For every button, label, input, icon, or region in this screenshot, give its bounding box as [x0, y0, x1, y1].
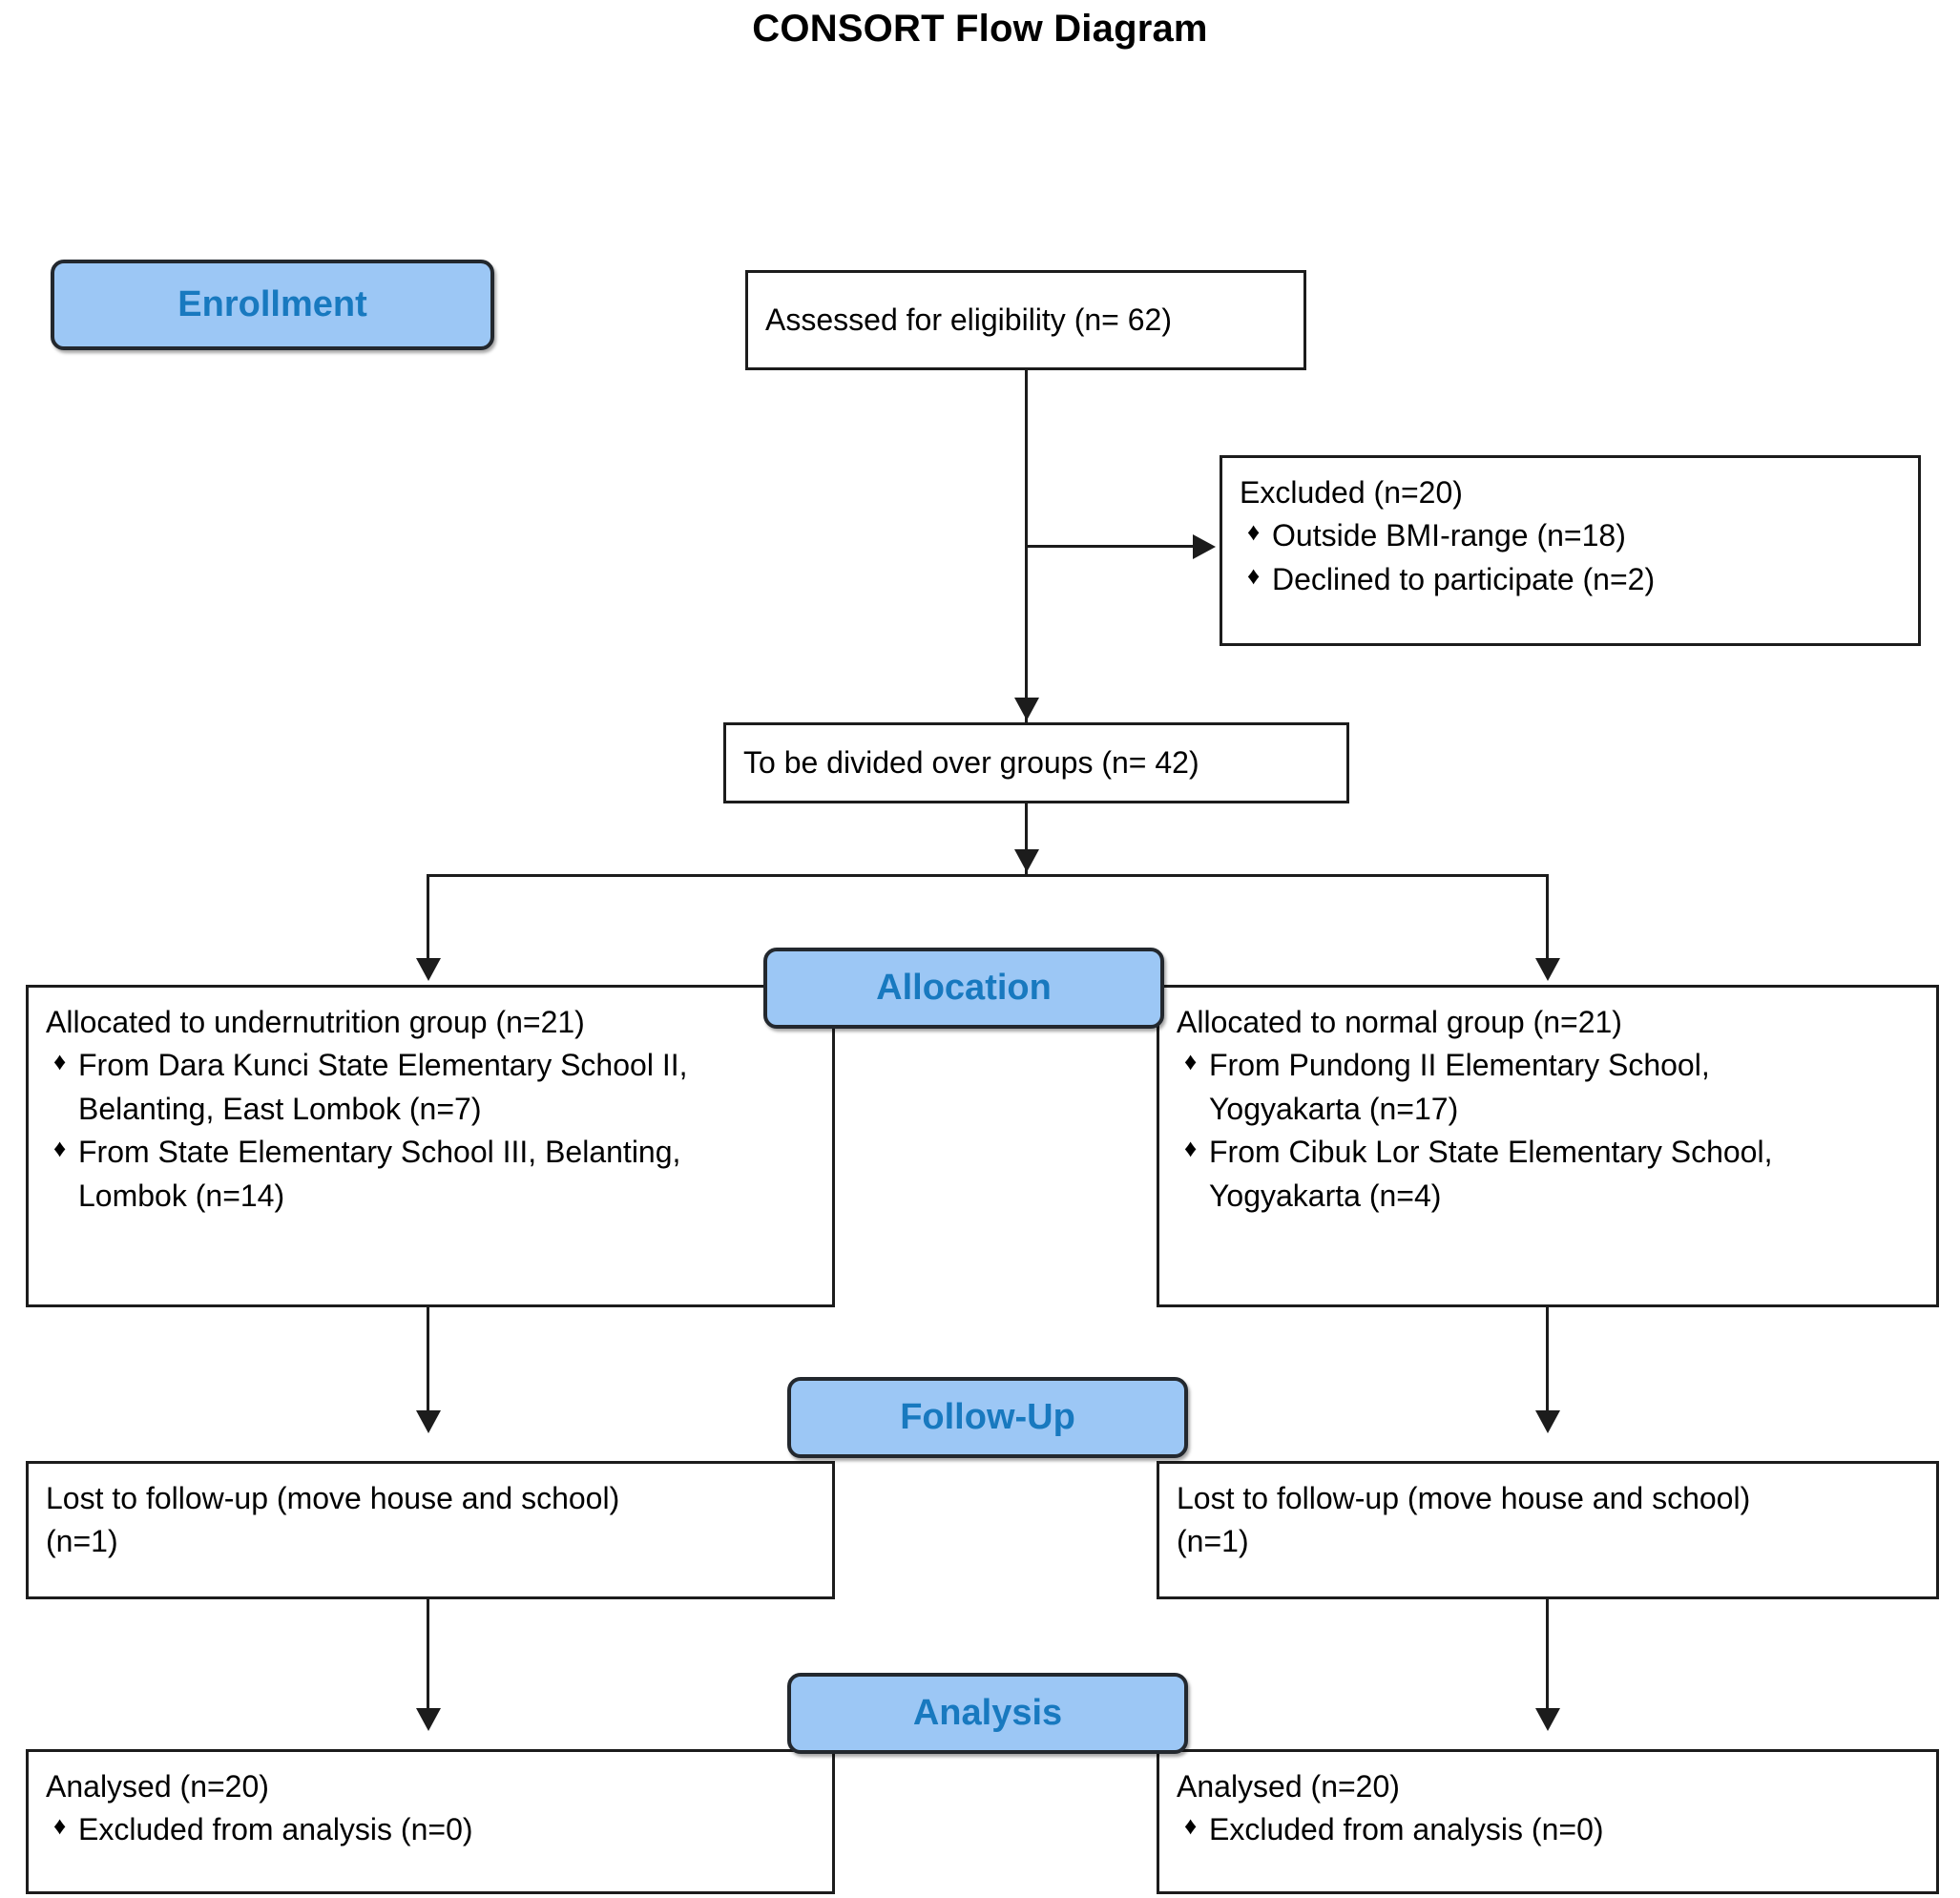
- arrow-to-divided: [1014, 698, 1039, 720]
- alloc-right-bullet-2-cont: Yogyakarta (n=4): [1209, 1178, 1442, 1213]
- node-allocated-normal: Allocated to normal group (n=21) ♦ From …: [1157, 985, 1939, 1307]
- stage-label-followup: Follow-Up: [900, 1397, 1075, 1437]
- connector-divided-down: [1025, 799, 1028, 875]
- alloc-left-bullet-1-text: From Dara Kunci State Elementary School …: [78, 1048, 688, 1083]
- diamond-bullet-icon: ♦: [1184, 1047, 1198, 1076]
- analysis-left-bullet-1-text: Excluded from analysis (n=0): [78, 1812, 473, 1847]
- alloc-right-bullet-2-text: From Cibuk Lor State Elementary School,: [1209, 1135, 1773, 1170]
- alloc-left-heading: Allocated to undernutrition group (n=21): [46, 1005, 585, 1039]
- alloc-right-heading: Allocated to normal group (n=21): [1177, 1005, 1622, 1039]
- connector-split-left: [427, 874, 429, 970]
- stage-label-allocation: Allocation: [876, 968, 1052, 1008]
- excluded-bullet-2: ♦ Declined to participate (n=2): [1240, 558, 1901, 601]
- analysis-right-bullet-1: ♦ Excluded from analysis (n=0): [1177, 1808, 1919, 1851]
- arrow-to-excluded: [1193, 534, 1216, 559]
- stage-label-analysis: Analysis: [912, 1693, 1063, 1733]
- alloc-left-bullet-2-text: From State Elementary School III, Belant…: [78, 1135, 681, 1170]
- analysis-left-heading: Analysed (n=20): [46, 1769, 269, 1804]
- alloc-left-bullet-1: ♦ From Dara Kunci State Elementary Schoo…: [46, 1044, 815, 1087]
- page-title: CONSORT Flow Diagram: [752, 8, 1208, 50]
- stage-label-enrollment: Enrollment: [177, 284, 367, 324]
- excluded-bullet-1-text: Outside BMI-range (n=18): [1272, 518, 1626, 553]
- arrow-split-center: [1014, 849, 1039, 872]
- node-to-be-divided: To be divided over groups (n= 42): [723, 722, 1349, 803]
- alloc-right-bullet-1-cont: Yogyakarta (n=17): [1209, 1091, 1459, 1126]
- connector-allocleft-followup: [427, 1304, 429, 1424]
- arrow-to-alloc-left: [416, 958, 441, 981]
- divided-text: To be divided over groups (n= 42): [743, 744, 1199, 780]
- analysis-right-heading: Analysed (n=20): [1177, 1769, 1400, 1804]
- node-excluded: Excluded (n=20) ♦ Outside BMI-range (n=1…: [1220, 455, 1921, 646]
- connector-followupleft-analysis: [427, 1599, 429, 1723]
- connector-to-excluded: [1025, 545, 1197, 548]
- excluded-bullet-1: ♦ Outside BMI-range (n=18): [1240, 514, 1901, 557]
- followup-left-line-2: (n=1): [46, 1524, 118, 1559]
- arrow-to-alloc-right: [1535, 958, 1560, 981]
- diamond-bullet-icon: ♦: [1184, 1134, 1198, 1163]
- node-allocated-undernutrition: Allocated to undernutrition group (n=21)…: [26, 985, 835, 1307]
- diamond-bullet-icon: ♦: [1247, 560, 1261, 590]
- connector-assessed-trunk: [1025, 293, 1028, 877]
- excluded-heading: Excluded (n=20): [1240, 475, 1463, 510]
- connector-split-right: [1546, 874, 1549, 970]
- alloc-left-bullet-2-cont: Lombok (n=14): [78, 1178, 285, 1213]
- node-assessed-for-eligibility: Assessed for eligibility (n= 62): [745, 270, 1306, 370]
- excluded-bullet-2-text: Declined to participate (n=2): [1272, 561, 1656, 596]
- alloc-right-bullet-2: ♦ From Cibuk Lor State Elementary School…: [1177, 1131, 1919, 1174]
- arrow-to-followup-left: [416, 1410, 441, 1433]
- arrow-to-analysis-right: [1535, 1708, 1560, 1731]
- diamond-bullet-icon: ♦: [53, 1047, 67, 1076]
- node-analysed-left: Analysed (n=20) ♦ Excluded from analysis…: [26, 1749, 835, 1894]
- stage-banner-enrollment: Enrollment: [51, 260, 494, 350]
- connector-followupright-analysis: [1546, 1599, 1549, 1723]
- stage-banner-analysis: Analysis: [787, 1673, 1188, 1754]
- connector-allocright-followup: [1546, 1304, 1549, 1424]
- alloc-right-bullet-1-text: From Pundong II Elementary School,: [1209, 1048, 1710, 1083]
- analysis-right-bullet-1-text: Excluded from analysis (n=0): [1209, 1812, 1604, 1847]
- followup-left-line-1: Lost to follow-up (move house and school…: [46, 1481, 620, 1515]
- diamond-bullet-icon: ♦: [1247, 517, 1261, 547]
- analysis-left-bullet-1: ♦ Excluded from analysis (n=0): [46, 1808, 815, 1851]
- diamond-bullet-icon: ♦: [1184, 1811, 1198, 1841]
- followup-right-line-1: Lost to follow-up (move house and school…: [1177, 1481, 1751, 1515]
- node-analysed-right: Analysed (n=20) ♦ Excluded from analysis…: [1157, 1749, 1939, 1894]
- alloc-right-bullet-1: ♦ From Pundong II Elementary School,: [1177, 1044, 1919, 1087]
- node-lost-to-followup-left: Lost to follow-up (move house and school…: [26, 1461, 835, 1599]
- alloc-left-bullet-2: ♦ From State Elementary School III, Bela…: [46, 1131, 815, 1174]
- diamond-bullet-icon: ♦: [53, 1811, 67, 1841]
- connector-split-bar: [427, 874, 1549, 877]
- node-lost-to-followup-right: Lost to follow-up (move house and school…: [1157, 1461, 1939, 1599]
- arrow-to-followup-right: [1535, 1410, 1560, 1433]
- arrow-to-analysis-left: [416, 1708, 441, 1731]
- stage-banner-followup: Follow-Up: [787, 1377, 1188, 1458]
- assessed-text: Assessed for eligibility (n= 62): [765, 302, 1172, 337]
- stage-banner-allocation: Allocation: [763, 948, 1164, 1029]
- followup-right-line-2: (n=1): [1177, 1524, 1249, 1559]
- alloc-left-bullet-1-cont: Belanting, East Lombok (n=7): [78, 1091, 482, 1126]
- diamond-bullet-icon: ♦: [53, 1134, 67, 1163]
